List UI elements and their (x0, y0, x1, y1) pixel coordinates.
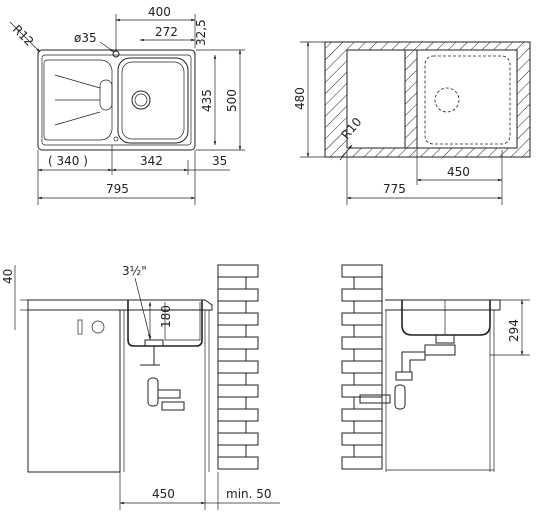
cutout-view: 480 R10 450 775 (293, 41, 531, 205)
dim-480: 480 (293, 87, 307, 110)
sink-bowl (117, 57, 189, 144)
pipe-size-label: 3½" (122, 264, 147, 278)
bowl-section-front (127, 300, 203, 347)
dim-min50: min. 50 (226, 487, 272, 501)
brick-wall-front (217, 264, 259, 470)
dim-272: 272 (155, 25, 178, 39)
bowl-dashed-outline (424, 55, 511, 145)
drain-hole (131, 90, 151, 110)
countertop-front (27, 299, 213, 311)
dim-435: 435 (200, 89, 214, 112)
dim-450-front: 450 (152, 487, 175, 501)
dim-340: ( 340 ) (48, 154, 88, 168)
dim-400: 400 (148, 5, 171, 19)
siphon-trap-side (359, 334, 456, 410)
dim-294: 294 (507, 319, 521, 342)
bowl-section-side (401, 300, 491, 336)
dim-500: 500 (225, 89, 239, 112)
siphon-trap-front (140, 339, 185, 411)
dim-775: 775 (383, 182, 406, 196)
dim-phi35: ø35 (74, 31, 97, 45)
appliance-panel (27, 309, 121, 473)
dim-32-5: 32,5 (194, 19, 208, 46)
dim-795: 795 (106, 182, 129, 196)
cutout-opening (346, 49, 518, 149)
dim-450-cutout: 450 (447, 165, 470, 179)
dim-180: 180 (159, 305, 173, 328)
sink-top-view: 400 272 32,5 435 500 R12 ø35 ( 340 ) 342… (9, 5, 245, 205)
drainer-board (43, 59, 113, 141)
dim-35: 35 (212, 154, 227, 168)
side-installation-view: 294 (341, 264, 530, 472)
dim-40: 40 (1, 269, 15, 284)
front-installation-view: 40 3½" 180 450 min. 50 (1, 264, 280, 510)
brick-wall-side (341, 264, 383, 470)
dim-342: 342 (140, 154, 163, 168)
sink-outline (37, 49, 196, 151)
